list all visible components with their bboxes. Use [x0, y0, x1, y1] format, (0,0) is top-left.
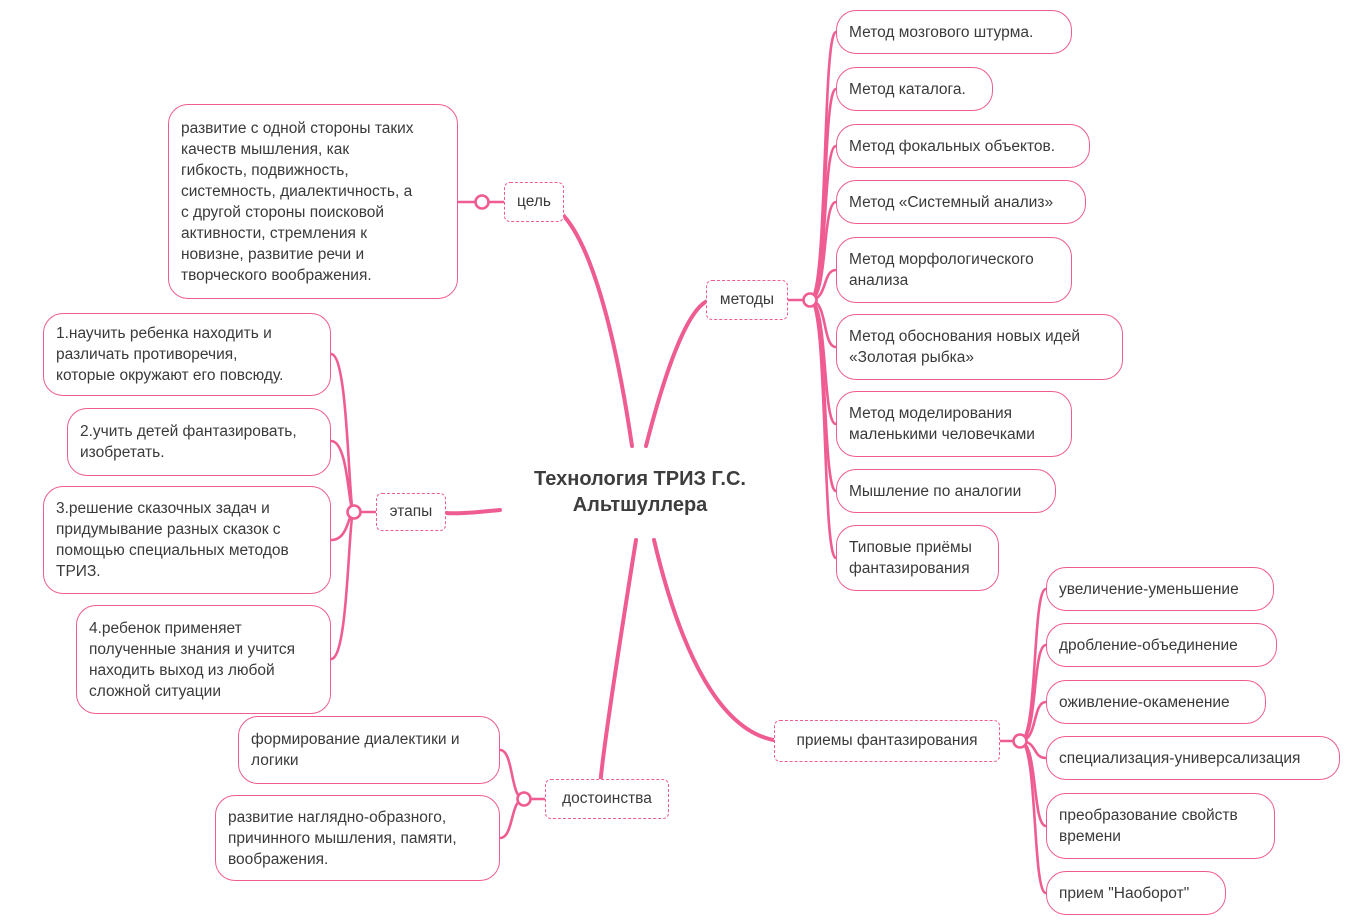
- fantasy-node-3[interactable]: оживление-окаменение: [1046, 680, 1266, 724]
- trunk-advantages: [598, 538, 638, 792]
- stages-link-1: [329, 352, 356, 514]
- trunk-stages: [444, 508, 502, 516]
- fantasy-node-4[interactable]: специализация-универсализация: [1046, 736, 1340, 780]
- stages-collapse-dot[interactable]: [346, 504, 362, 520]
- methods-link-9: [808, 298, 838, 560]
- advantage-node-2[interactable]: развитие наглядно-образного, причинного …: [215, 795, 500, 881]
- trunk-goal: [558, 210, 634, 448]
- advantages-link-1: [498, 748, 526, 801]
- branch-advantages[interactable]: достоинства: [545, 779, 669, 819]
- fantasy-node-2[interactable]: дробление-объединение: [1046, 623, 1277, 667]
- branch-stages[interactable]: этапы: [376, 493, 446, 531]
- stage-node-1[interactable]: 1.научить ребенка находить и различать п…: [43, 313, 331, 396]
- fantasy-link-6: [1018, 739, 1048, 895]
- trunk-methods: [644, 298, 712, 448]
- branch-goal[interactable]: цель: [504, 182, 564, 222]
- fantasy-node-6[interactable]: прием "Наоборот": [1046, 871, 1226, 915]
- branch-methods[interactable]: методы: [706, 280, 788, 320]
- stage-node-2[interactable]: 2.учить детей фантазировать, изобретать.: [67, 408, 331, 476]
- method-node-4[interactable]: Метод «Системный анализ»: [836, 180, 1086, 224]
- goal-node[interactable]: развитие с одной стороны таких качеств м…: [168, 104, 458, 299]
- method-node-5[interactable]: Метод морфологического анализа: [836, 237, 1072, 303]
- method-node-3[interactable]: Метод фокальных объектов.: [836, 124, 1090, 168]
- method-node-6[interactable]: Метод обоснования новых идей «Золотая ры…: [836, 314, 1123, 380]
- stage-node-3[interactable]: 3.решение сказочных задач и придумывание…: [43, 486, 331, 594]
- fantasy-link-1: [1018, 587, 1048, 743]
- method-node-8[interactable]: Мышление по аналогии: [836, 469, 1056, 513]
- methods-link-3: [808, 144, 838, 302]
- method-node-9[interactable]: Типовые приёмы фантазирования: [836, 525, 999, 591]
- method-node-7[interactable]: Метод моделирования маленькими человечка…: [836, 391, 1072, 457]
- methods-collapse-dot[interactable]: [802, 292, 818, 308]
- central-topic[interactable]: Технология ТРИЗ Г.С. Альтшуллера: [534, 468, 746, 516]
- method-node-2[interactable]: Метод каталога.: [836, 67, 993, 111]
- method-node-1[interactable]: Метод мозгового штурма.: [836, 10, 1072, 54]
- fantasy-node-1[interactable]: увеличение-уменьшение: [1046, 567, 1274, 611]
- advantage-node-1[interactable]: формирование диалектики и логики: [238, 716, 500, 784]
- fantasy-node-5[interactable]: преобразование свойств времени: [1046, 793, 1275, 859]
- trunk-fantasy: [652, 538, 782, 743]
- goal-collapse-dot[interactable]: [474, 194, 490, 210]
- stage-node-4[interactable]: 4.ребенок применяет полученные знания и …: [76, 605, 331, 714]
- advantages-collapse-dot[interactable]: [516, 791, 532, 807]
- fantasy-collapse-dot[interactable]: [1012, 733, 1028, 749]
- branch-fantasy[interactable]: приемы фантазирования: [774, 720, 1000, 762]
